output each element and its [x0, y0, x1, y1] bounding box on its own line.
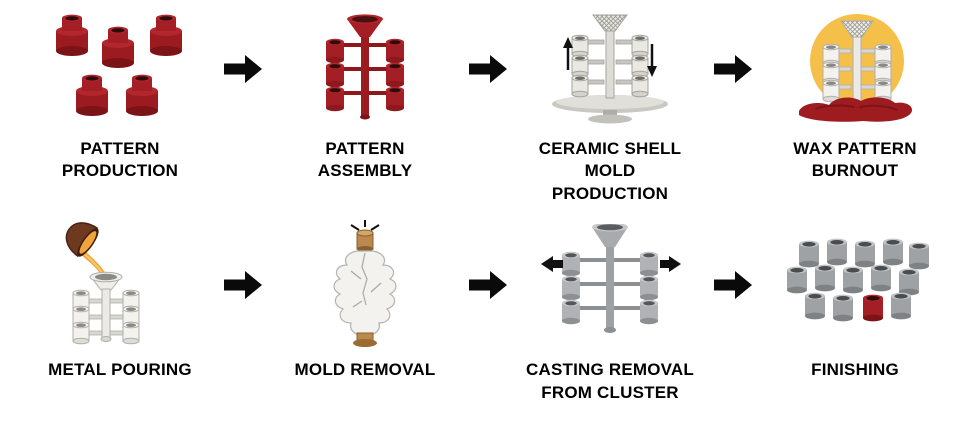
wax-pattern-tree-icon	[309, 8, 421, 130]
right-arrow-icon	[705, 219, 760, 351]
removal-direction-arrows	[541, 256, 681, 273]
wax-patterns-icon	[50, 8, 190, 130]
step-metal-pouring: METAL POURING	[25, 219, 215, 381]
step-label-line: PRODUCTION	[61, 161, 179, 181]
right-arrow-icon	[215, 8, 270, 130]
step-label-line: PATTERN	[80, 139, 160, 158]
step-wax-pattern-burnout: WAX PATTERN BURNOUT	[760, 8, 950, 183]
step-label: CERAMIC SHELL MOLD PRODUCTION	[539, 138, 681, 205]
dip-direction-arrows	[563, 37, 657, 77]
step-casting-removal-from-cluster: CASTING REMOVAL FROM CLUSTER	[515, 219, 705, 404]
ceramic-shell-tree-icon	[530, 8, 690, 130]
step-pattern-assembly: PATTERN ASSEMBLY	[270, 8, 460, 183]
step-label: CASTING REMOVAL FROM CLUSTER	[526, 359, 694, 404]
crucible-pouring-icon	[45, 219, 195, 351]
step-label-line: WAX PATTERN	[793, 139, 917, 158]
right-arrow-icon	[460, 8, 515, 130]
step-pattern-production: PATTERN PRODUCTION	[25, 8, 215, 183]
casting-cutoff-icon	[535, 219, 685, 351]
right-arrow-icon	[705, 8, 760, 130]
step-label-line: MOLD	[584, 161, 636, 181]
right-arrow-icon	[215, 219, 270, 351]
step-finishing: FINISHING	[760, 219, 950, 381]
step-label-line: CASTING REMOVAL	[526, 360, 694, 380]
step-mold-removal: MOLD REMOVAL	[270, 219, 460, 381]
step-label-line: PATTERN	[325, 139, 405, 158]
process-row-2: METAL POURING	[0, 205, 953, 404]
step-label-line: BURNOUT	[811, 161, 899, 181]
step-label-line: METAL POURING	[48, 360, 192, 380]
finished-castings-icon	[775, 219, 935, 351]
step-label-line: PRODUCTION	[551, 183, 669, 203]
step-label: PATTERN ASSEMBLY	[318, 138, 413, 183]
vibration-marks	[350, 220, 380, 232]
step-label-line: FINISHING	[811, 360, 899, 380]
step-label-line: FROM CLUSTER	[541, 382, 679, 402]
step-label-line: MOLD REMOVAL	[294, 360, 436, 380]
step-label: METAL POURING	[48, 359, 192, 381]
mold-breakout-icon	[305, 219, 425, 351]
step-label-line: ASSEMBLY	[317, 161, 413, 181]
step-ceramic-shell-mold-production: CERAMIC SHELL MOLD PRODUCTION	[515, 8, 705, 205]
wax-burnout-icon	[785, 8, 925, 130]
right-arrow-icon	[460, 219, 515, 351]
step-label: PATTERN PRODUCTION	[62, 138, 178, 183]
step-label: FINISHING	[811, 359, 899, 381]
step-label: WAX PATTERN BURNOUT	[793, 138, 916, 183]
process-row-1: PATTERN PRODUCTION	[0, 0, 953, 205]
crack-lines	[350, 253, 382, 308]
step-label-line: CERAMIC SHELL	[538, 139, 682, 158]
step-label: MOLD REMOVAL	[295, 359, 436, 381]
